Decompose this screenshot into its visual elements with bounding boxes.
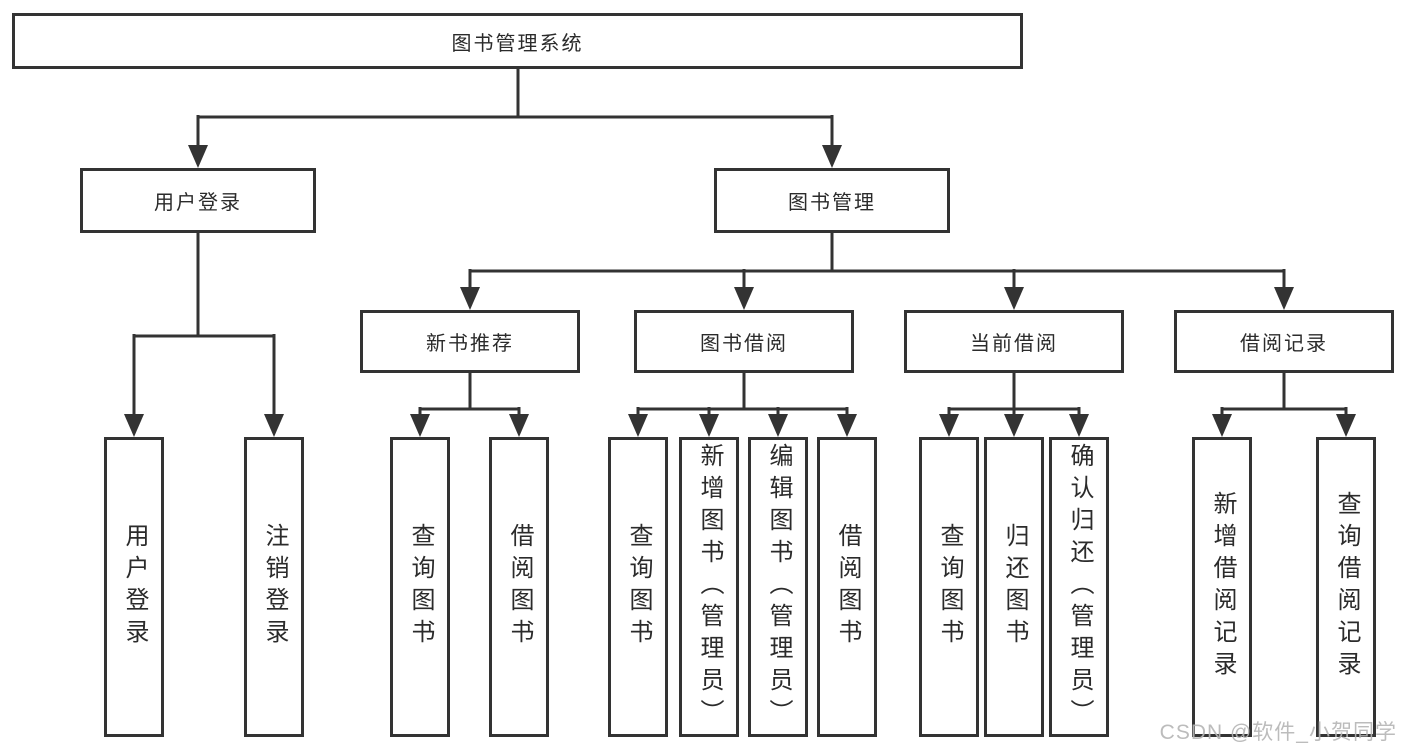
watermark-csdn: CSDN @软件_小贺同学 xyxy=(1159,721,1397,744)
leaf-borrow-books: 借阅图书 xyxy=(817,437,877,737)
leaf-label: 新增图书（管理员） xyxy=(696,443,723,731)
leaf-label: 查询借阅记录 xyxy=(1333,491,1360,683)
leaf-label: 查询图书 xyxy=(625,523,652,651)
leaf-label: 用户登录 xyxy=(121,523,148,651)
leaf-add-borrow-record: 新增借阅记录 xyxy=(1192,437,1252,737)
leaf-label: 归还图书 xyxy=(1001,523,1028,651)
leaf-confirm-return-admin: 确认归还（管理员） xyxy=(1049,437,1109,737)
node-book-borrowing: 图书借阅 xyxy=(634,310,854,373)
arrowhead-down-icons xyxy=(124,145,1356,437)
leaf-label: 新增借阅记录 xyxy=(1209,491,1236,683)
leaf-query-books-recommend: 查询图书 xyxy=(390,437,450,737)
leaf-query-books-current: 查询图书 xyxy=(919,437,979,737)
leaf-label: 注销登录 xyxy=(261,523,288,651)
leaf-logout: 注销登录 xyxy=(244,437,304,737)
connector-line-group xyxy=(132,66,1348,418)
leaf-return-books: 归还图书 xyxy=(984,437,1044,737)
node-label: 图书管理系统 xyxy=(451,32,584,55)
node-book-management-system: 图书管理系统 xyxy=(12,13,1023,69)
node-label: 图书借阅 xyxy=(700,333,788,355)
leaf-query-books-borrowing: 查询图书 xyxy=(608,437,668,737)
node-user-login: 用户登录 xyxy=(80,168,316,233)
node-label: 用户登录 xyxy=(154,192,242,214)
leaf-label: 借阅图书 xyxy=(834,523,861,651)
leaf-add-books-admin: 新增图书（管理员） xyxy=(679,437,739,737)
leaf-label: 确认归还（管理员） xyxy=(1066,443,1093,731)
leaf-user-login: 用户登录 xyxy=(104,437,164,737)
node-new-book-recommend: 新书推荐 xyxy=(360,310,580,373)
node-label: 当前借阅 xyxy=(970,333,1058,355)
node-label: 新书推荐 xyxy=(426,333,514,355)
leaf-label: 查询图书 xyxy=(936,523,963,651)
node-book-management: 图书管理 xyxy=(714,168,950,233)
leaf-label: 查询图书 xyxy=(407,523,434,651)
leaf-borrow-books-recommend: 借阅图书 xyxy=(489,437,549,737)
node-label: 图书管理 xyxy=(788,192,876,214)
node-borrowing-records: 借阅记录 xyxy=(1174,310,1394,373)
leaf-query-borrow-record: 查询借阅记录 xyxy=(1316,437,1376,737)
leaf-label: 借阅图书 xyxy=(506,523,533,651)
node-current-borrowing: 当前借阅 xyxy=(904,310,1124,373)
leaf-label: 编辑图书（管理员） xyxy=(765,443,792,731)
node-label: 借阅记录 xyxy=(1240,333,1328,355)
leaf-edit-books-admin: 编辑图书（管理员） xyxy=(748,437,808,737)
